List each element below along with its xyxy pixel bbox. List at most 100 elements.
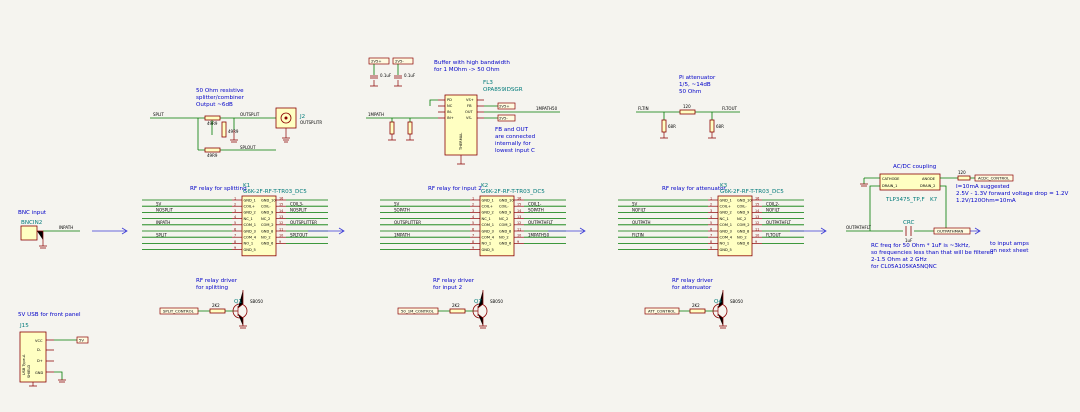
k1-right-net-label: NOSPLIT: [290, 208, 308, 213]
resistor-atten-shunt-1-value: 68R: [668, 124, 676, 129]
k1-right-pin-number: 15: [279, 203, 283, 207]
k2-right-net-label: SOPATH: [528, 208, 544, 213]
k1-left-pin-name: GND_3: [244, 229, 256, 233]
buffer-block: 2V5+ 2V5- 0.1uF 0.1uF Buffer with high b…: [366, 57, 560, 165]
k1-right-pin-number: 13: [279, 215, 283, 219]
net-1mpath-label: 1MPATH: [368, 112, 384, 117]
opamp-pin-pd: PD: [447, 98, 452, 102]
k3-right-pin-number: 14: [755, 209, 759, 213]
cap-c2-value: 0.1uF: [404, 73, 416, 78]
k2-right-pin-number: 11: [517, 227, 521, 231]
k2-left-pin-name: NO_1: [482, 242, 492, 246]
driver-att-note-2: for attenuator: [672, 285, 712, 291]
net-splout-label: SPLOUT: [240, 145, 256, 150]
opto-pin-drain1: DRAIN_1: [882, 184, 897, 188]
power-flag-opamp-vsp-text: 2V5+: [499, 104, 510, 109]
k2-left-net-label: 1MPATH: [394, 232, 410, 237]
relay-k2-note: RF relay for input 2: [428, 186, 482, 192]
k2-left-pin-name: GND_2: [482, 211, 494, 215]
driver-split-note-2: for splitting: [196, 285, 229, 291]
net-fltin-label: FLTIN: [638, 106, 649, 111]
k3-left-pin-name: GND_3: [720, 229, 732, 233]
k1-left-pin-number: 9: [234, 246, 236, 250]
acdc-note: AC/DC coupling: [893, 164, 937, 170]
optorelay-k7: [879, 173, 941, 191]
k2-left-pin-number: 3: [472, 209, 474, 213]
driver-att-resistor-value: 2K2: [692, 303, 700, 308]
splitter-block: 50 Ohm resistive splitter/combiner Outpu…: [150, 88, 322, 158]
power-flag-opamp-vsm-text: 2V5-: [499, 116, 508, 121]
k2-right-pin-name: GND_9: [499, 211, 512, 215]
k2-left-pin-name: COM_4: [482, 236, 495, 240]
bnc-input-block: BNC input BNCIN2 INPATH: [18, 210, 80, 249]
usb-connector: [19, 331, 47, 383]
capacitor-ac-coupling: [905, 226, 912, 236]
k1-left-pin-number: 5: [234, 221, 236, 225]
splitter-note-1: 50 Ohm resistive: [196, 88, 244, 94]
gnd-symbol-j2: [282, 128, 290, 143]
k3-left-pin-name: NO_1: [720, 242, 730, 246]
driver-in2-resistor: [449, 308, 466, 314]
usb-note: 5V USB for front panel: [18, 312, 81, 318]
k3-left-pin-number: 4: [710, 215, 712, 219]
acdc-control-flag-text: ACDC_CONTROL: [978, 176, 1010, 181]
k3-left-pin-number: 8: [710, 240, 712, 244]
resistor-buffer-term: [389, 121, 395, 135]
ref-fl3: FL3: [483, 80, 493, 86]
k1-left-pin-number: 6: [234, 227, 236, 231]
k1-left-pin-number: 1: [234, 196, 236, 200]
k3-left-pin-name: GND_1: [720, 198, 732, 202]
acdc-control-flag: [974, 174, 1014, 182]
driver-in2-note-2: for input 2: [433, 285, 462, 291]
k3-left-net-label: NOFILT: [632, 208, 646, 213]
driver-split-note-1: RF relay driver: [196, 278, 238, 284]
resistor-led: [957, 175, 971, 181]
resistor-split-1: [204, 115, 221, 121]
resistor-atten-shunt-2: [709, 119, 715, 133]
fb-note-2: are connected: [495, 134, 536, 140]
acdc-block: AC/DC coupling CATHODE DRAIN_1 ANODE DRA…: [846, 164, 1069, 270]
ref-k2: K2: [481, 183, 488, 189]
k2-right-pin-name: NC_2: [499, 217, 508, 221]
k2-left-net-label: 5V: [394, 201, 400, 206]
k1-left-pin-name: COM_4: [244, 236, 257, 240]
opamp-pin-fb: FB: [467, 104, 472, 108]
bnc-note: BNC input: [18, 210, 47, 216]
k3-left-pin-name: NC_1: [720, 217, 729, 221]
k2-left-net-label: OUTSPLITTER: [394, 220, 421, 225]
resistor-split-2-value: 49R9: [207, 153, 218, 158]
k3-left-pin-number: 9: [710, 246, 712, 250]
net-1mpath50-label: 1MPATH50: [536, 106, 558, 111]
k3-left-pin-name: GND_2: [720, 211, 732, 215]
k2-left-pin-name: GND_5: [482, 248, 494, 252]
relay-k1-note: RF relay for splitting: [190, 186, 247, 192]
usb-block: 5V USB for front panel J15 VCC D- D+ GND…: [18, 312, 89, 387]
buffer-note-1: Buffer with high bandwidth: [434, 60, 510, 66]
ref-k1: K1: [243, 183, 251, 189]
driver-split-q: Q1: [234, 299, 242, 305]
k2-relay-body: [479, 195, 515, 257]
resistor-buffer-bias: [407, 121, 413, 135]
k1-right-pin-number: 11: [279, 227, 283, 231]
50-1m-control-flag-text: 50_1M_CONTROL: [401, 309, 435, 314]
ref-j2: J2: [299, 114, 305, 120]
k3-right-net-label: NOFILT: [766, 208, 780, 213]
to-amps-note-1: to input amps: [990, 241, 1029, 247]
rc-note-1: RC freq for 50 Ohm * 1uF is ~3kHz,: [871, 243, 970, 249]
k1-right-pin-number: 10: [279, 234, 283, 238]
k1-right-net-label: COIL3-: [290, 201, 304, 206]
k3-left-pin-number: 7: [710, 234, 712, 238]
relay-k2-block: RF relay for input 2 K2 G6K-2F-RF-T-TR03…: [380, 183, 566, 257]
k3-left-pin-number: 5: [710, 221, 712, 225]
k1-left-pin-name: NO_1: [244, 242, 254, 246]
k3-right-pin-name: GND_9: [737, 211, 750, 215]
k1-right-pin-name: NC_2: [261, 217, 270, 221]
usb-5v-flag-text: 5V: [79, 338, 84, 343]
opto-pin-anode: ANODE: [922, 177, 936, 181]
k3-right-pin-name: COIL-: [737, 205, 747, 209]
driver-in2-note-1: RF relay driver: [433, 278, 475, 284]
resistor-split-3-value: 49R9: [228, 129, 239, 134]
k3-right-pin-number: 13: [755, 215, 759, 219]
resistor-led-value: 120: [958, 170, 966, 175]
k2-left-pin-name: GND_3: [482, 229, 494, 233]
